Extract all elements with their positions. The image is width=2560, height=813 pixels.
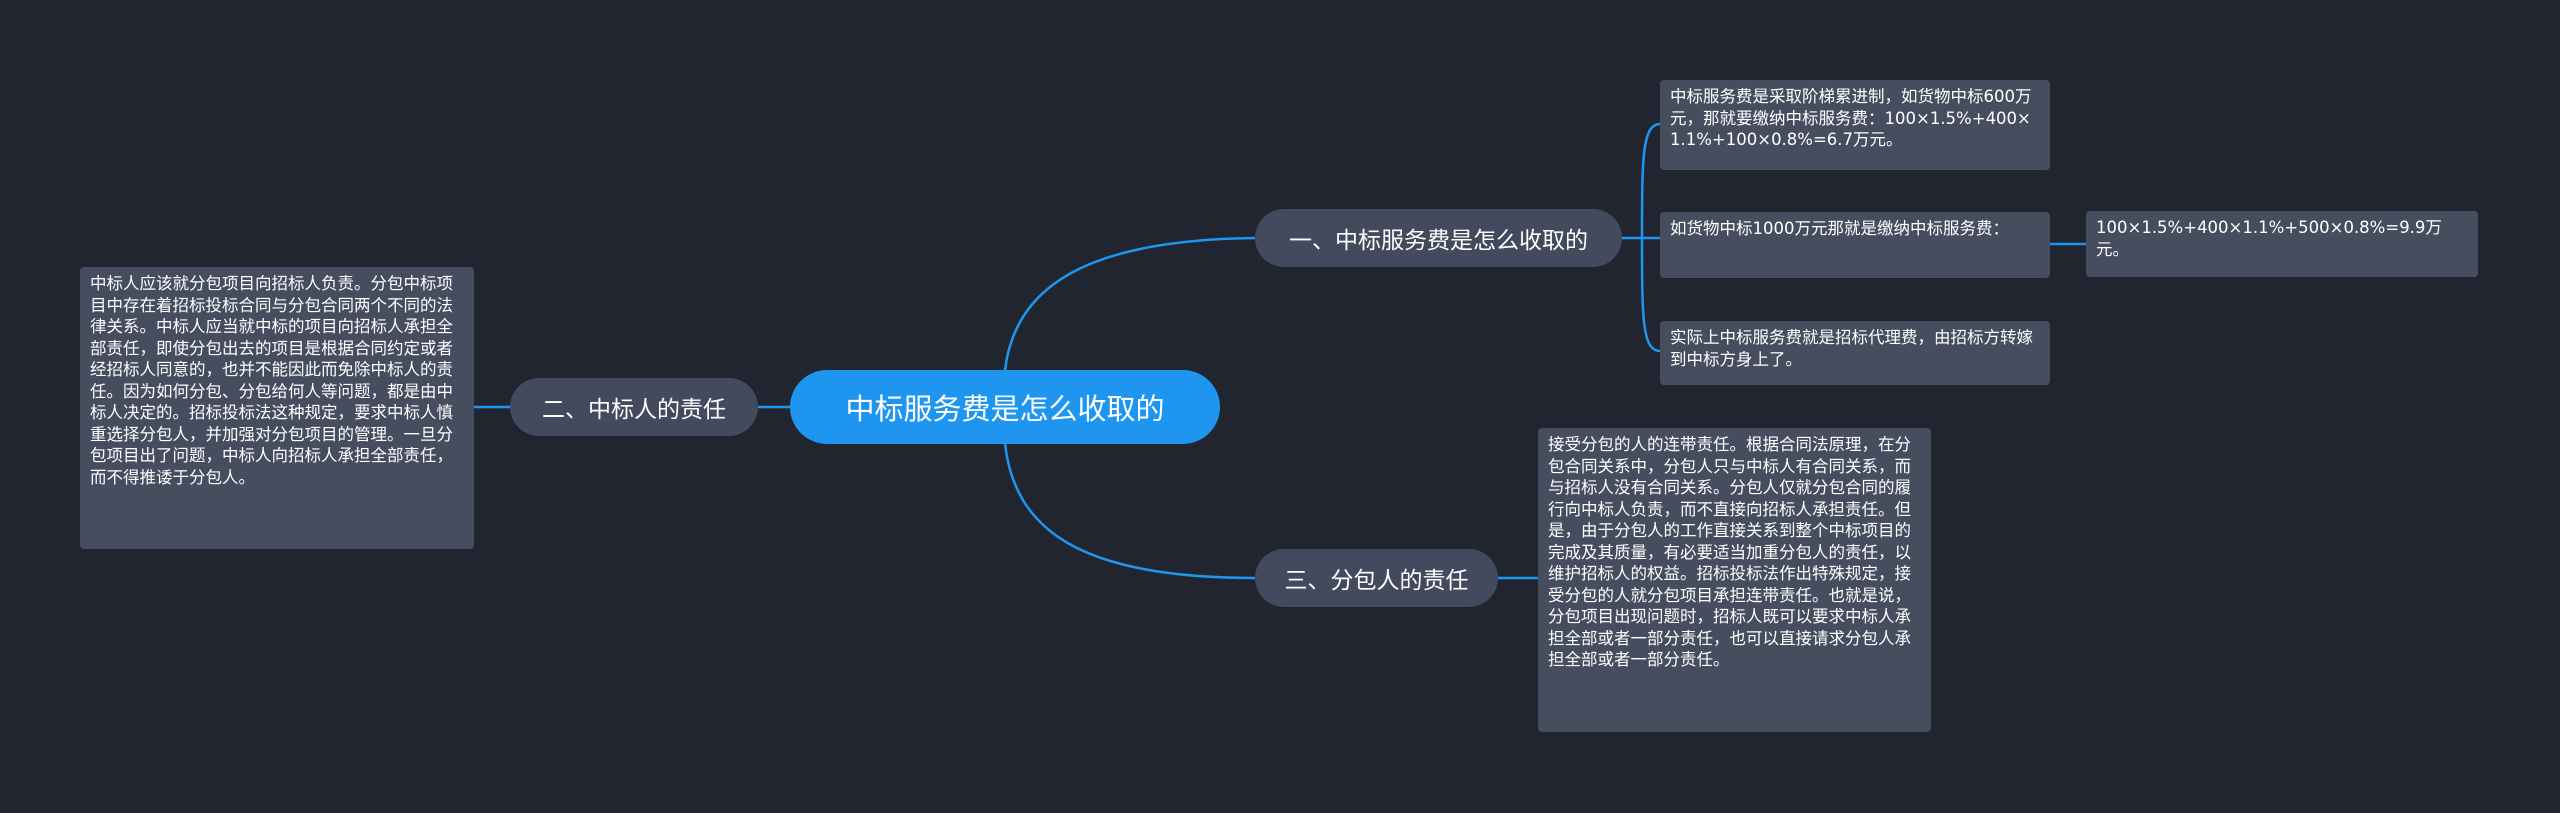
leaf-bidder-responsibility-detail[interactable]: 中标人应该就分包项目向招标人负责。分包中标项目中存在着招标投标合同与分包合同两个… <box>80 267 474 549</box>
branch-fee-collection-label: 一、中标服务费是怎么收取的 <box>1289 228 1588 254</box>
root-topic-label: 中标服务费是怎么收取的 <box>845 392 1165 426</box>
leaf-1000-calculation-text: 100×1.5%+400×1.1%+500×0.8%=9.9万元。 <box>2096 218 2442 259</box>
branch-fee-collection[interactable]: 一、中标服务费是怎么收取的 <box>1255 209 1622 267</box>
connector-root-branch1 <box>1003 236 1256 371</box>
root-topic[interactable]: 中标服务费是怎么收取的 <box>790 370 1220 444</box>
leaf-1000-example[interactable]: 如货物中标1000万元那就是缴纳中标服务费： <box>1660 212 2050 278</box>
leaf-1000-calculation[interactable]: 100×1.5%+400×1.1%+500×0.8%=9.9万元。 <box>2086 211 2478 277</box>
connector-branch1-leaf1 <box>1640 122 1661 239</box>
branch-subcontractor-responsibility-label: 三、分包人的责任 <box>1284 568 1469 594</box>
branch-bidder-responsibility[interactable]: 二、中标人的责任 <box>510 378 758 436</box>
branch-bidder-responsibility-label: 二、中标人的责任 <box>542 397 726 423</box>
leaf-subcontractor-liability-detail-text: 接受分包的人的连带责任。根据合同法原理，在分包合同关系中，分包人只与中标人有合同… <box>1548 435 1911 669</box>
connector-branch1-leaf3 <box>1640 237 1661 353</box>
leaf-tiered-fee-example[interactable]: 中标服务费是采取阶梯累进制，如货物中标600万元，那就要缴纳中标服务费：100×… <box>1660 80 2050 170</box>
leaf-tiered-fee-example-text: 中标服务费是采取阶梯累进制，如货物中标600万元，那就要缴纳中标服务费：100×… <box>1670 87 2032 149</box>
branch-subcontractor-responsibility[interactable]: 三、分包人的责任 <box>1255 549 1498 607</box>
leaf-subcontractor-liability-detail[interactable]: 接受分包的人的连带责任。根据合同法原理，在分包合同关系中，分包人只与中标人有合同… <box>1538 428 1931 732</box>
connector-root-branch3 <box>1003 443 1256 580</box>
leaf-1000-example-text: 如货物中标1000万元那就是缴纳中标服务费： <box>1670 219 2009 238</box>
leaf-bidder-responsibility-detail-text: 中标人应该就分包项目向招标人负责。分包中标项目中存在着招标投标合同与分包合同两个… <box>90 274 453 487</box>
leaf-agency-fee-note[interactable]: 实际上中标服务费就是招标代理费，由招标方转嫁到中标方身上了。 <box>1660 321 2050 385</box>
leaf-agency-fee-note-text: 实际上中标服务费就是招标代理费，由招标方转嫁到中标方身上了。 <box>1670 328 2033 369</box>
